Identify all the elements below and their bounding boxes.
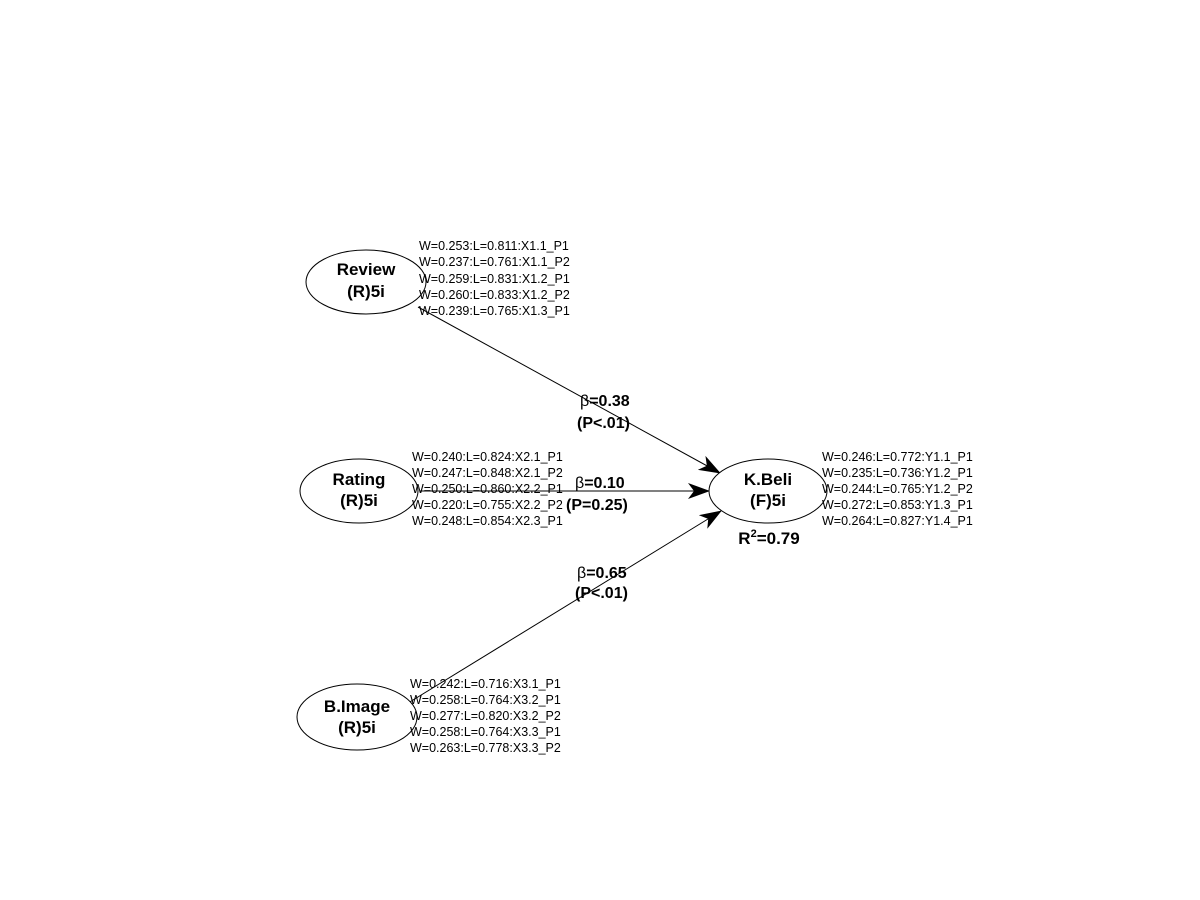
indicator-bimage-5: W=0.263:L=0.778:X3.3_P2: [410, 741, 561, 755]
construct-kbeli: K.Beli (F)5i R2=0.79 W=0.246:L=0.772:Y1.…: [708, 450, 973, 548]
construct-review-ellipse: [305, 249, 427, 315]
indicator-kbeli-2: W=0.235:L=0.736:Y1.2_P1: [822, 466, 973, 480]
construct-review-type: (R)5i: [347, 282, 385, 301]
indicator-rating-3: W=0.250:L=0.860:X2.2_P1: [412, 482, 563, 496]
indicator-list-rating: W=0.240:L=0.824:X2.1_P1 W=0.247:L=0.848:…: [412, 450, 563, 528]
indicator-review-4: W=0.260:L=0.833:X1.2_P2: [419, 288, 570, 302]
indicator-kbeli-3: W=0.244:L=0.765:Y1.2_P2: [822, 482, 973, 496]
path-label-rating-kbeli: β=0.10 (P=0.25): [566, 475, 628, 514]
construct-rating: Rating (R)5i W=0.240:L=0.824:X2.1_P1 W=0…: [299, 450, 563, 528]
path-beta-bimage-kbeli: β=0.65: [577, 565, 627, 582]
path-p-rating-kbeli: (P=0.25): [566, 497, 628, 514]
path-beta-review-kbeli: β=0.38: [580, 393, 630, 410]
indicator-rating-1: W=0.240:L=0.824:X2.1_P1: [412, 450, 563, 464]
construct-kbeli-name: K.Beli: [744, 470, 792, 489]
path-arrow-bimage-kbeli: [399, 510, 722, 709]
construct-review: Review (R)5i W=0.253:L=0.811:X1.1_P1 W=0…: [305, 239, 570, 318]
path-beta-rating-kbeli: β=0.10: [575, 475, 625, 492]
construct-kbeli-type: (F)5i: [750, 491, 786, 510]
construct-bimage-type: (R)5i: [338, 718, 376, 737]
construct-rating-name: Rating: [333, 470, 386, 489]
construct-bimage-name: B.Image: [324, 697, 390, 716]
construct-kbeli-r-squared: R2=0.79: [738, 528, 799, 548]
indicator-kbeli-4: W=0.272:L=0.853:Y1.3_P1: [822, 498, 973, 512]
indicator-bimage-2: W=0.258:L=0.764:X3.2_P1: [410, 693, 561, 707]
indicator-review-3: W=0.259:L=0.831:X1.2_P1: [419, 272, 570, 286]
construct-kbeli-ellipse: [708, 458, 828, 524]
construct-bimage: B.Image (R)5i W=0.242:L=0.716:X3.1_P1 W=…: [296, 677, 561, 755]
path-label-review-kbeli: β=0.38 (P<.01): [577, 393, 630, 432]
indicator-review-2: W=0.237:L=0.761:X1.1_P2: [419, 255, 570, 269]
indicator-rating-5: W=0.248:L=0.854:X2.3_P1: [412, 514, 563, 528]
indicator-rating-2: W=0.247:L=0.848:X2.1_P2: [412, 466, 563, 480]
indicator-bimage-3: W=0.277:L=0.820:X3.2_P2: [410, 709, 561, 723]
indicator-review-1: W=0.253:L=0.811:X1.1_P1: [419, 239, 569, 253]
path-label-bimage-kbeli: β=0.65 (P<.01): [575, 565, 628, 602]
path-p-review-kbeli: (P<.01): [577, 415, 630, 432]
indicator-list-kbeli: W=0.246:L=0.772:Y1.1_P1 W=0.235:L=0.736:…: [822, 450, 973, 528]
indicator-bimage-1: W=0.242:L=0.716:X3.1_P1: [410, 677, 561, 691]
indicator-rating-4: W=0.220:L=0.755:X2.2_P2: [412, 498, 563, 512]
path-p-bimage-kbeli: (P<.01): [575, 585, 628, 602]
indicator-kbeli-5: W=0.264:L=0.827:Y1.4_P1: [822, 514, 973, 528]
path-arrow-review-kbeli: [417, 306, 721, 474]
indicator-list-review: W=0.253:L=0.811:X1.1_P1 W=0.237:L=0.761:…: [419, 239, 570, 318]
construct-bimage-ellipse: [296, 683, 418, 751]
indicator-review-5: W=0.239:L=0.765:X1.3_P1: [419, 304, 570, 318]
construct-rating-type: (R)5i: [340, 491, 378, 510]
indicator-list-bimage: W=0.242:L=0.716:X3.1_P1 W=0.258:L=0.764:…: [410, 677, 561, 755]
indicator-bimage-4: W=0.258:L=0.764:X3.3_P1: [410, 725, 561, 739]
construct-review-name: Review: [337, 260, 396, 279]
construct-rating-ellipse: [299, 458, 419, 524]
indicator-kbeli-1: W=0.246:L=0.772:Y1.1_P1: [822, 450, 973, 464]
